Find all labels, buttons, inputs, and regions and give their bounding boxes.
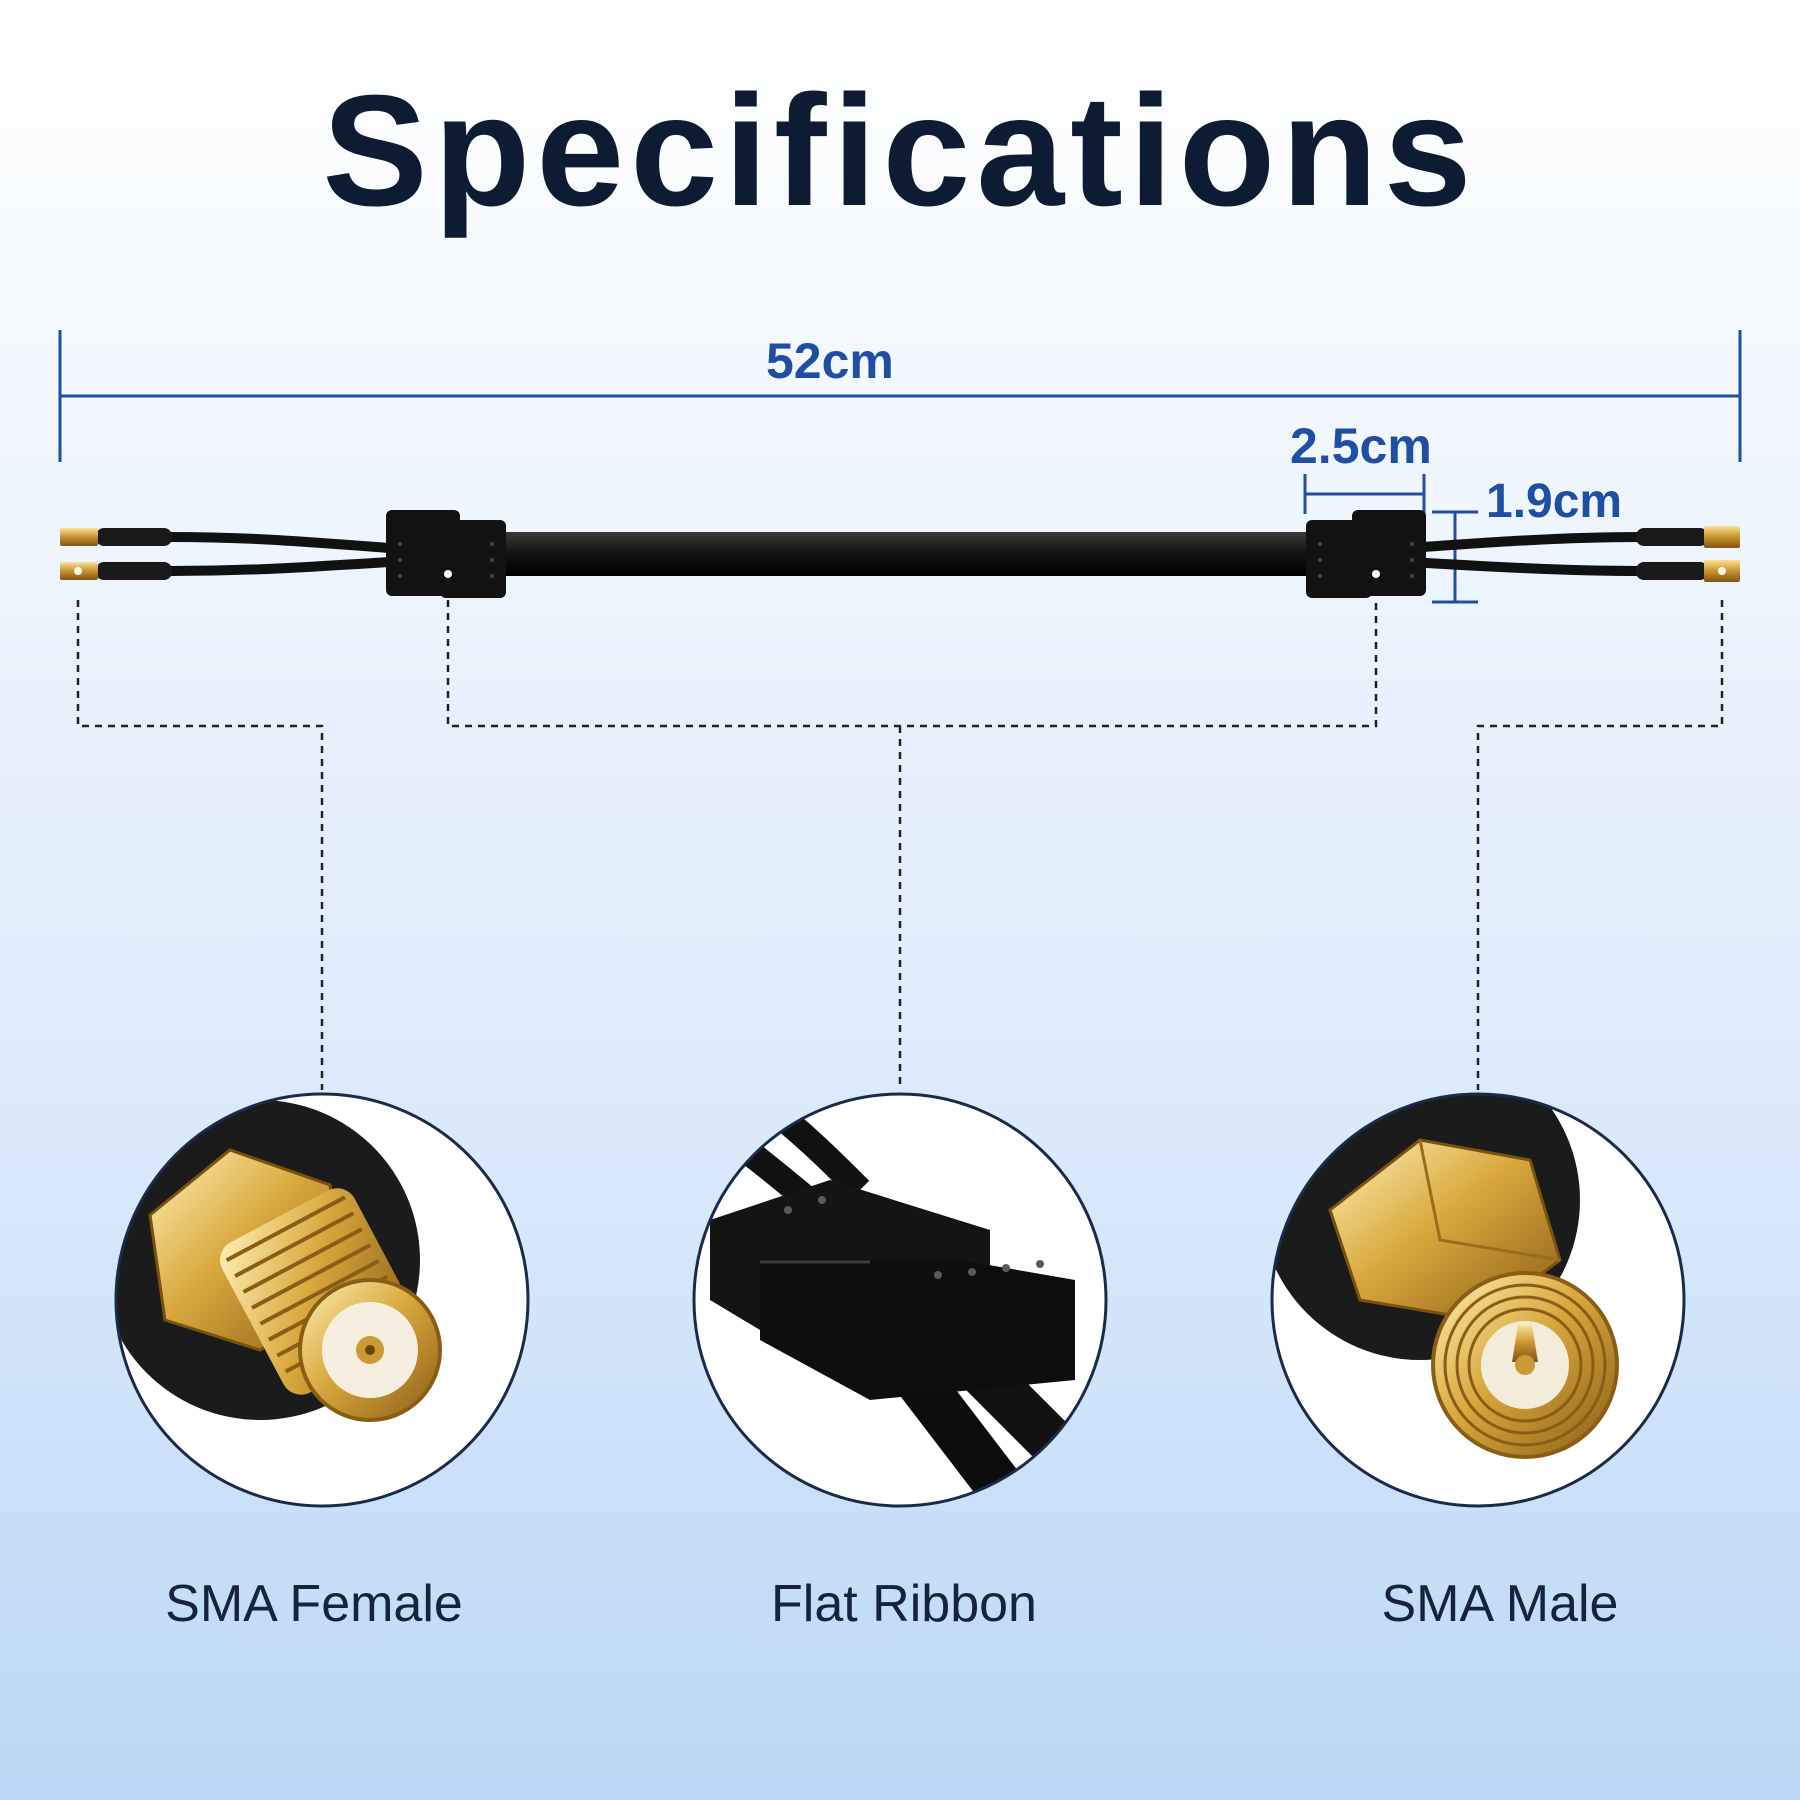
sma-male-label: SMA Male xyxy=(1381,1575,1619,1633)
length-dimension xyxy=(58,330,1742,462)
leader-lines xyxy=(76,600,1724,1090)
block-height-label: 1.9cm xyxy=(1486,475,1623,528)
sma-female-connector-icon xyxy=(116,1100,442,1422)
flat-ribbon-label: Flat Ribbon xyxy=(771,1575,1037,1633)
flat-ribbon-callout xyxy=(692,1092,1108,1508)
cable xyxy=(60,510,1740,598)
sma-female-callout xyxy=(114,1092,530,1508)
page-title: Specifications xyxy=(322,63,1478,239)
block-height-dimension xyxy=(1432,510,1478,604)
block-length-label: 2.5cm xyxy=(1290,418,1432,474)
total-length-label: 52cm xyxy=(766,333,894,389)
sma-male-callout xyxy=(1270,1092,1686,1508)
block-length-dimension xyxy=(1303,474,1426,514)
sma-female-label: SMA Female xyxy=(165,1575,463,1633)
